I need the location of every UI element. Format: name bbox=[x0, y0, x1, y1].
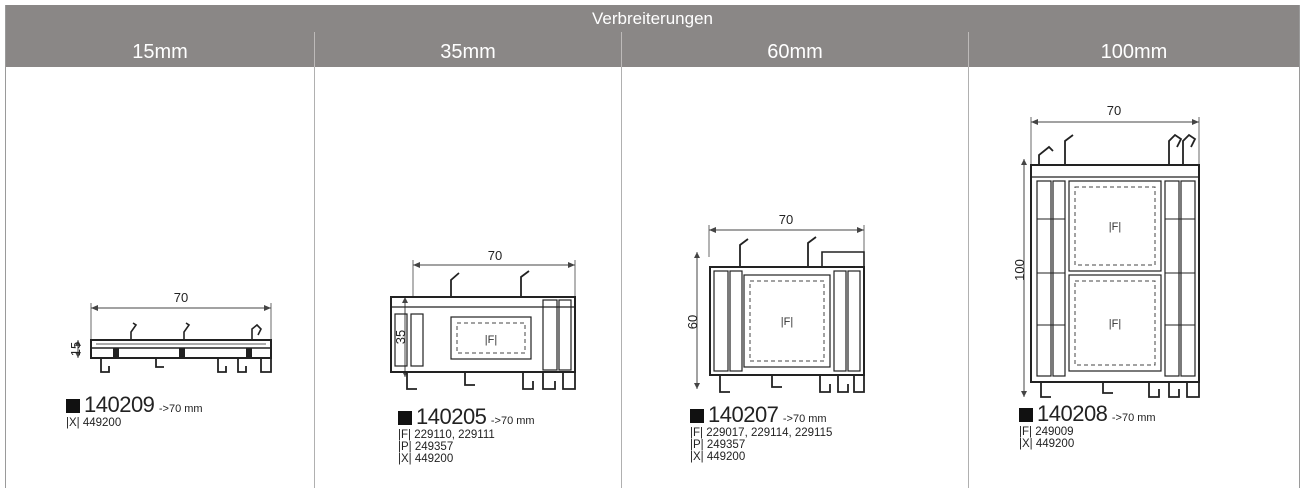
profile-drawing-140205: 70 35 |F| bbox=[390, 248, 576, 390]
arrow-suffix: ->70 mm bbox=[1111, 412, 1156, 424]
dim-height-label: 35 bbox=[393, 330, 408, 344]
article-caption: 140208 ->70 mm |F| 249009 |X| 449200 bbox=[1019, 402, 1156, 450]
column-divider bbox=[968, 67, 969, 488]
note-line: |X| 449200 bbox=[66, 416, 122, 429]
article-number: 140209 bbox=[84, 392, 155, 417]
column-header-15mm: 15mm bbox=[132, 41, 188, 63]
dim-width-label: 70 bbox=[1107, 103, 1121, 118]
dim-height-label: 15 bbox=[68, 342, 83, 356]
note-line: |F| 229017, 229114, 229115 bbox=[690, 426, 833, 439]
note-line: |X| 449200 bbox=[1019, 437, 1075, 450]
dim-height-label: 60 bbox=[685, 315, 700, 329]
note-line: |P| 249357 bbox=[690, 438, 746, 451]
column-header-row: 15mm 35mm 60mm 100mm bbox=[6, 32, 1299, 67]
arrow-suffix: ->70 mm bbox=[782, 413, 827, 425]
column-header-35mm: 35mm bbox=[440, 41, 496, 63]
column-divider bbox=[314, 67, 315, 488]
article-number: 140205 bbox=[416, 404, 487, 429]
inner-f-label: |F| bbox=[1109, 318, 1121, 330]
note-line: |X| 449200 bbox=[398, 452, 454, 465]
article-caption: 140207 ->70 mm |F| 229017, 229114, 22911… bbox=[690, 403, 832, 463]
cell-35mm: 70 35 |F| 140205 - bbox=[315, 67, 621, 488]
arrow-suffix: ->70 mm bbox=[158, 403, 203, 415]
profile-drawing-140209: 70 15 bbox=[68, 290, 272, 373]
cell-60mm: 70 60 |F| 140207 - bbox=[622, 67, 968, 488]
profile-table: Verbreiterungen 15mm 35mm 60mm 100mm 70 … bbox=[5, 5, 1300, 488]
article-caption: 140205 ->70 mm |F| 229110, 229111 |P| 24… bbox=[398, 405, 535, 465]
dim-height-label: 100 bbox=[1012, 259, 1027, 281]
inner-f-label: |F| bbox=[485, 334, 497, 346]
dim-width-label: 70 bbox=[174, 290, 188, 305]
square-bullet-icon bbox=[66, 399, 80, 413]
column-divider bbox=[621, 67, 622, 488]
inner-f-label: |F| bbox=[781, 316, 793, 328]
table-title: Verbreiterungen bbox=[6, 5, 1299, 32]
article-number: 140208 bbox=[1037, 401, 1108, 426]
column-header-100mm: 100mm bbox=[1100, 41, 1168, 63]
column-header-60mm: 60mm bbox=[767, 41, 823, 63]
dim-width-label: 70 bbox=[488, 248, 502, 263]
cell-15mm: 70 15 140209 ->70 mm |X| bbox=[6, 67, 314, 488]
note-line: |F| 229110, 229111 bbox=[398, 428, 495, 441]
arrow-suffix: ->70 mm bbox=[490, 415, 535, 427]
profile-drawing-140208: 70 100 |F| |F| bbox=[1012, 103, 1200, 398]
dim-width-label: 70 bbox=[779, 212, 793, 227]
profile-drawing-140207: 70 60 |F| bbox=[685, 212, 865, 393]
square-bullet-icon bbox=[398, 411, 412, 425]
square-bullet-icon bbox=[690, 409, 704, 423]
note-line: |F| 249009 bbox=[1019, 425, 1074, 438]
note-line: |P| 249357 bbox=[398, 440, 454, 453]
inner-f-label: |F| bbox=[1109, 221, 1121, 233]
cell-100mm: 70 100 |F| |F| bbox=[969, 67, 1299, 488]
square-bullet-icon bbox=[1019, 408, 1033, 422]
article-caption: 140209 ->70 mm |X| 449200 bbox=[66, 393, 203, 429]
note-line: |X| 449200 bbox=[690, 450, 746, 463]
article-number: 140207 bbox=[708, 402, 779, 427]
